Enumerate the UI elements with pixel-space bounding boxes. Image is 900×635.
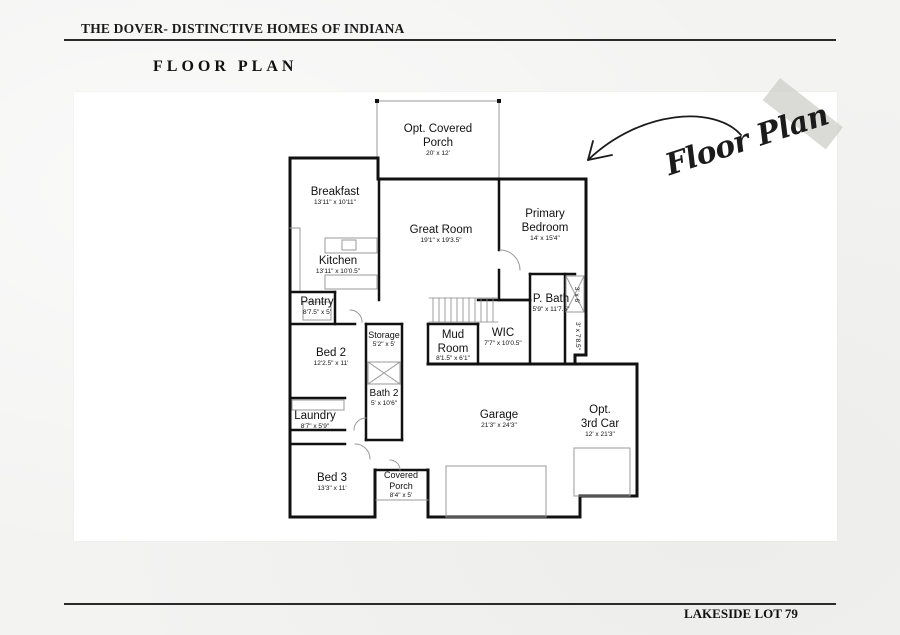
room-dims: 8'4" x 5' [390,492,413,499]
top-divider [64,39,836,41]
room-name: Pantry [300,296,333,308]
room-name: Bed 3 [317,472,347,484]
room-name: Kitchen [319,255,357,267]
room-name: Great Room [410,224,473,236]
room-dims: 14' x 15'4" [530,235,560,242]
room-dims: 5'2" x 5' [373,341,396,348]
footer-lot-label: LAKESIDE LOT 79 [684,606,798,621]
room-name: Garage [480,409,518,421]
room-name: Covered [384,470,418,480]
room-dims: 19'1" x 19'3.5" [420,237,462,244]
room-name: P. Bath [533,293,569,305]
room-dims: 13'3" x 11' [317,485,346,492]
bottom-divider [64,603,836,605]
curved-arrow-icon [587,115,742,161]
room-dims: 5' x 10'6" [371,400,398,407]
room-name: Porch [423,137,453,149]
room-dims: 13'11" x 10'11" [314,199,357,206]
room-name: Porch [389,481,413,491]
room-dims: 8'7" x 5'9" [301,423,330,430]
room-name: Opt. [589,404,611,416]
room-dims: 21'3" x 24'3" [481,422,517,429]
room-name: Breakfast [311,186,360,198]
room-name: Primary [525,208,565,220]
room-name: Opt. Covered [404,123,472,135]
room-dims: 8'7.5" x 5' [303,309,331,316]
room-dims: 5'9" x 11'7.5" [533,306,571,313]
room-dims: 12' x 21'3" [585,431,615,438]
room-name: WIC [492,327,514,339]
room-name: Bedroom [522,222,569,234]
room-dims: 12'2.5" x 11' [314,360,349,367]
header-title: THE DOVER- DISTINCTIVE HOMES OF INDIANA [81,21,405,36]
room-name: Storage [368,330,400,340]
section-title: FLOOR PLAN [153,58,298,75]
room-name: Mud [442,329,464,341]
room-dims: 13'11" x 10'0.5" [316,268,361,275]
closet-dims: 3' x 6' [573,287,580,304]
room-name: Room [438,343,469,355]
room-dims: 7'7" x 10'0.5" [484,340,522,347]
room-name: 3rd Car [581,418,620,430]
room-dims: 8'1.5" x 6'1" [436,355,471,362]
room-dims: 20' x 12' [426,150,450,157]
room-name: Laundry [294,410,336,422]
room-name: Bath 2 [370,388,399,399]
closet-dims: 3' x 7'8.5" [574,322,581,351]
room-name: Bed 2 [316,347,346,359]
